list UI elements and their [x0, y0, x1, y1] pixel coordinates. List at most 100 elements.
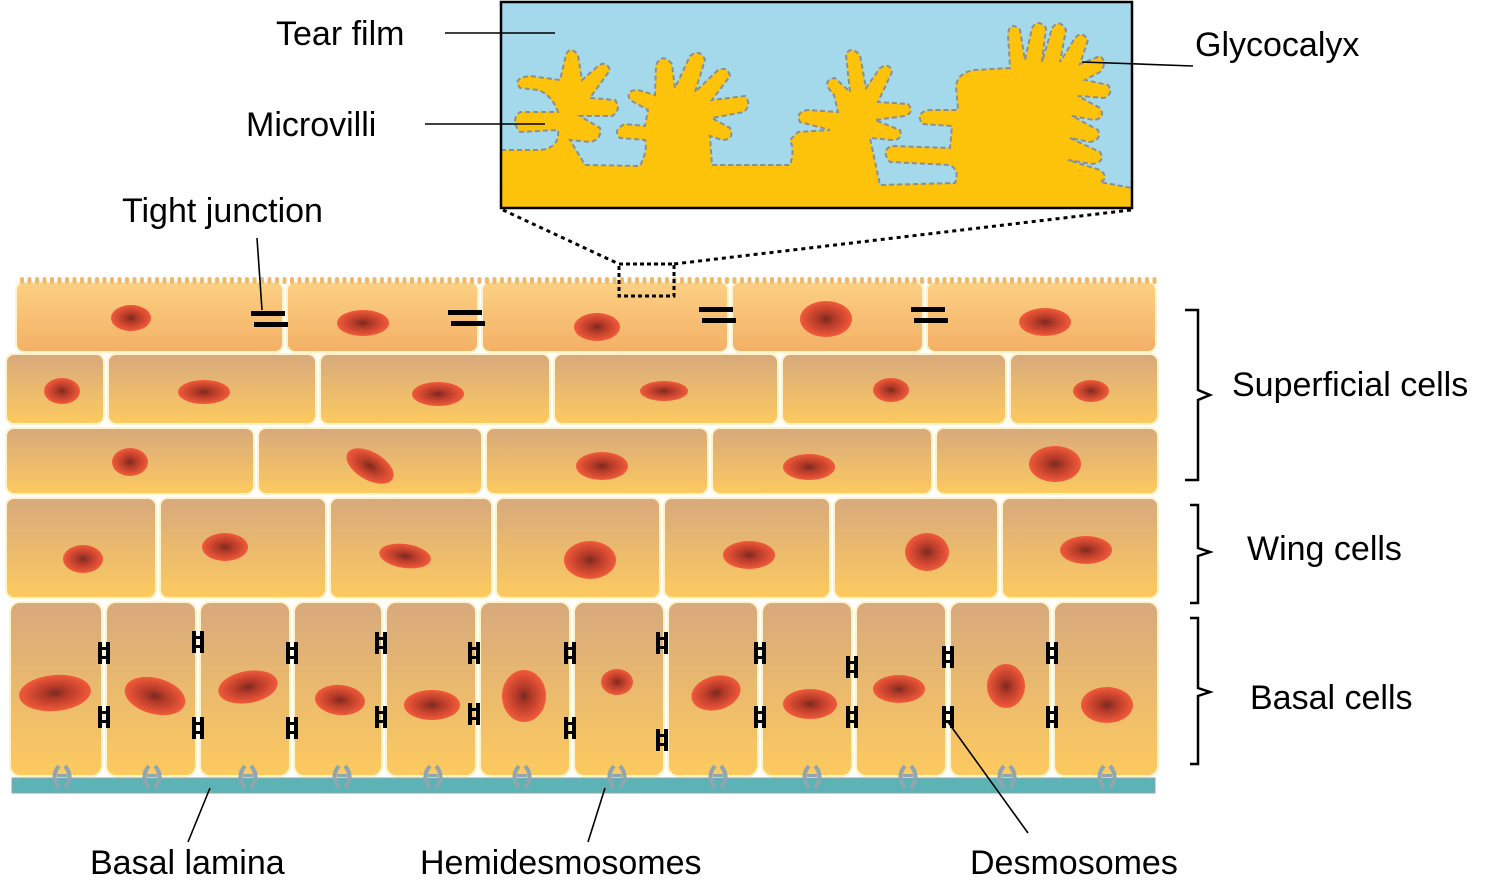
microvillus: [50, 277, 54, 284]
microvillus: [582, 277, 587, 284]
desmosome: [286, 642, 298, 664]
microvillus: [995, 277, 999, 284]
desmosome: [564, 642, 576, 664]
glycocalyx-leader: [1081, 61, 1194, 67]
microvillus: [425, 277, 429, 284]
tear-film-label: Tear film: [276, 15, 404, 53]
basal-lamina-leader: [187, 787, 211, 843]
microvillus: [567, 277, 572, 284]
desmosomes-leader: [947, 721, 1029, 834]
microvillus: [950, 277, 954, 284]
desmosome: [192, 631, 204, 653]
tight-junction: [911, 307, 948, 323]
hemidesmosome: [1097, 764, 1117, 790]
microvillus: [365, 277, 369, 284]
microvillus: [185, 277, 189, 284]
microvillus: [267, 277, 272, 284]
nucleus: [783, 454, 835, 480]
microvillus: [350, 277, 354, 284]
desmosome: [754, 642, 766, 664]
microvillus: [72, 277, 77, 284]
nucleus: [576, 452, 628, 480]
microvillus: [837, 277, 842, 284]
microvillus: [342, 277, 347, 284]
microvillus: [612, 277, 617, 284]
microvillus: [642, 277, 647, 284]
microvillus: [102, 277, 107, 284]
microvillus: [755, 277, 759, 284]
microvillus: [222, 277, 227, 284]
nucleus: [124, 676, 186, 716]
microvillus: [717, 277, 722, 284]
microvillus: [702, 277, 707, 284]
microvillus: [1025, 277, 1029, 284]
microvillus: [155, 277, 159, 284]
microvillus: [1017, 277, 1022, 284]
microvillus: [920, 277, 924, 284]
microvillus: [1137, 277, 1142, 284]
hemidesmosome: [332, 764, 352, 790]
microvillus: [845, 277, 849, 284]
basal-cells-bracket: [1190, 616, 1214, 766]
nucleus: [987, 664, 1025, 708]
desmosome: [468, 703, 480, 725]
microvillus: [245, 277, 249, 284]
microvillus: [942, 277, 947, 284]
nucleus: [905, 533, 949, 571]
microvillus: [275, 277, 279, 284]
microvillus: [710, 277, 714, 284]
microvillus: [987, 277, 992, 284]
microvillus: [807, 277, 812, 284]
microvillus: [545, 277, 549, 284]
microvillus: [635, 277, 639, 284]
microvillus: [432, 277, 437, 284]
nucleus: [111, 305, 151, 331]
microvillus: [1070, 277, 1074, 284]
microvillus: [912, 277, 917, 284]
hemidesmosome: [802, 764, 822, 790]
hemidesmosome: [708, 764, 728, 790]
microvillus: [1130, 277, 1134, 284]
microvillus: [320, 277, 324, 284]
microvillus: [770, 277, 774, 284]
nucleus: [412, 382, 464, 406]
microvillus: [725, 277, 729, 284]
hemidesmosomes-label: Hemidesmosomes: [420, 844, 702, 880]
nucleus: [218, 670, 278, 704]
microvillus: [65, 277, 69, 284]
basal-lamina-layer: [11, 777, 1156, 794]
microvillus: [575, 277, 579, 284]
microvillus: [897, 277, 902, 284]
nucleus: [640, 381, 688, 401]
microvillus: [125, 277, 129, 284]
microvillus: [1055, 277, 1059, 284]
microvillus: [470, 277, 474, 284]
microvillus: [1152, 277, 1157, 284]
microvillus: [500, 277, 504, 284]
microvillus: [507, 277, 512, 284]
microvillus: [1092, 277, 1097, 284]
desmosome: [942, 646, 954, 668]
microvillus: [1062, 277, 1067, 284]
microvillus: [462, 277, 467, 284]
hemidesmosome: [512, 764, 532, 790]
desmosome: [375, 706, 387, 728]
nucleus: [873, 378, 909, 402]
microvillus: [935, 277, 939, 284]
microvillus: [42, 277, 47, 284]
desmosome: [468, 642, 480, 664]
desmosome: [754, 706, 766, 728]
microvillus: [455, 277, 459, 284]
nucleus: [723, 541, 775, 569]
tight-junction: [699, 307, 736, 323]
desmosomes: [98, 631, 1058, 751]
superficial-cells-label: Superficial cells: [1232, 366, 1468, 404]
microvillus: [260, 277, 264, 284]
microvillus: [905, 277, 909, 284]
nucleus: [19, 674, 91, 712]
microvillus: [402, 277, 407, 284]
microvillus: [657, 277, 662, 284]
basal-cells-label: Basal cells: [1250, 679, 1413, 717]
desmosome: [192, 717, 204, 739]
